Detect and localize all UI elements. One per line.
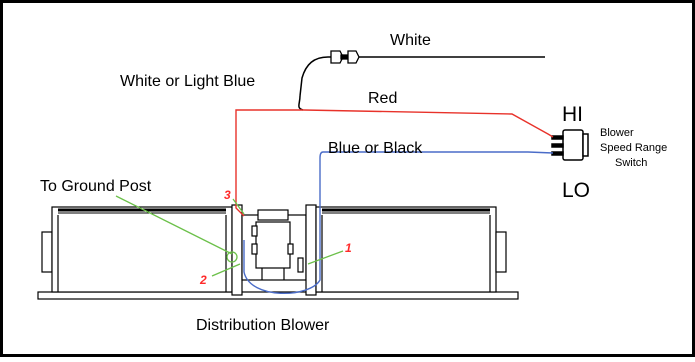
- white-light-blue-wire-line: [299, 56, 339, 97]
- wire-connector: [330, 50, 360, 64]
- blue-wire: [243, 151, 554, 295]
- switch-terminal-hi: [551, 135, 564, 140]
- blower-right-flange: [305, 204, 317, 296]
- label-distribution-blower: Distribution Blower: [196, 317, 330, 334]
- blower-right-housing: [315, 206, 507, 293]
- label-to-ground-post: To Ground Post: [40, 178, 152, 195]
- callout-3: 3: [224, 188, 231, 202]
- callout-1-leader: [307, 250, 344, 265]
- label-switch-line1: Blower: [600, 127, 634, 139]
- blower-left-flange: [231, 204, 243, 296]
- switch-rocker: [582, 133, 589, 157]
- label-switch-line3: Switch: [615, 157, 647, 169]
- blower-speed-switch: [551, 129, 589, 161]
- switch-body: [562, 129, 584, 161]
- red-wire: [235, 109, 304, 217]
- callout-1: 1: [345, 241, 352, 255]
- label-white: White: [390, 32, 431, 49]
- label-red: Red: [368, 90, 397, 107]
- ground-leaders: [115, 195, 344, 277]
- switch-terminal-lo: [551, 151, 564, 156]
- blower-base-plate: [37, 291, 519, 300]
- callout-2: 2: [199, 273, 207, 287]
- red-wire-to-hi: [303, 109, 554, 138]
- label-blue-or-black: Blue or Black: [328, 140, 423, 157]
- switch-terminal-mid: [551, 143, 564, 148]
- ground-post-leader: [115, 195, 233, 255]
- label-white-or-light-blue: White or Light Blue: [120, 73, 255, 90]
- callout-3-leader: [232, 198, 245, 215]
- ground-post-circle: [226, 251, 238, 263]
- callout-2-leader: [211, 263, 241, 277]
- label-hi: HI: [562, 103, 583, 126]
- label-switch-line2: Speed Range: [600, 142, 667, 154]
- label-lo: LO: [562, 179, 590, 202]
- blower-motor: [241, 209, 307, 281]
- distribution-blower: [37, 204, 519, 300]
